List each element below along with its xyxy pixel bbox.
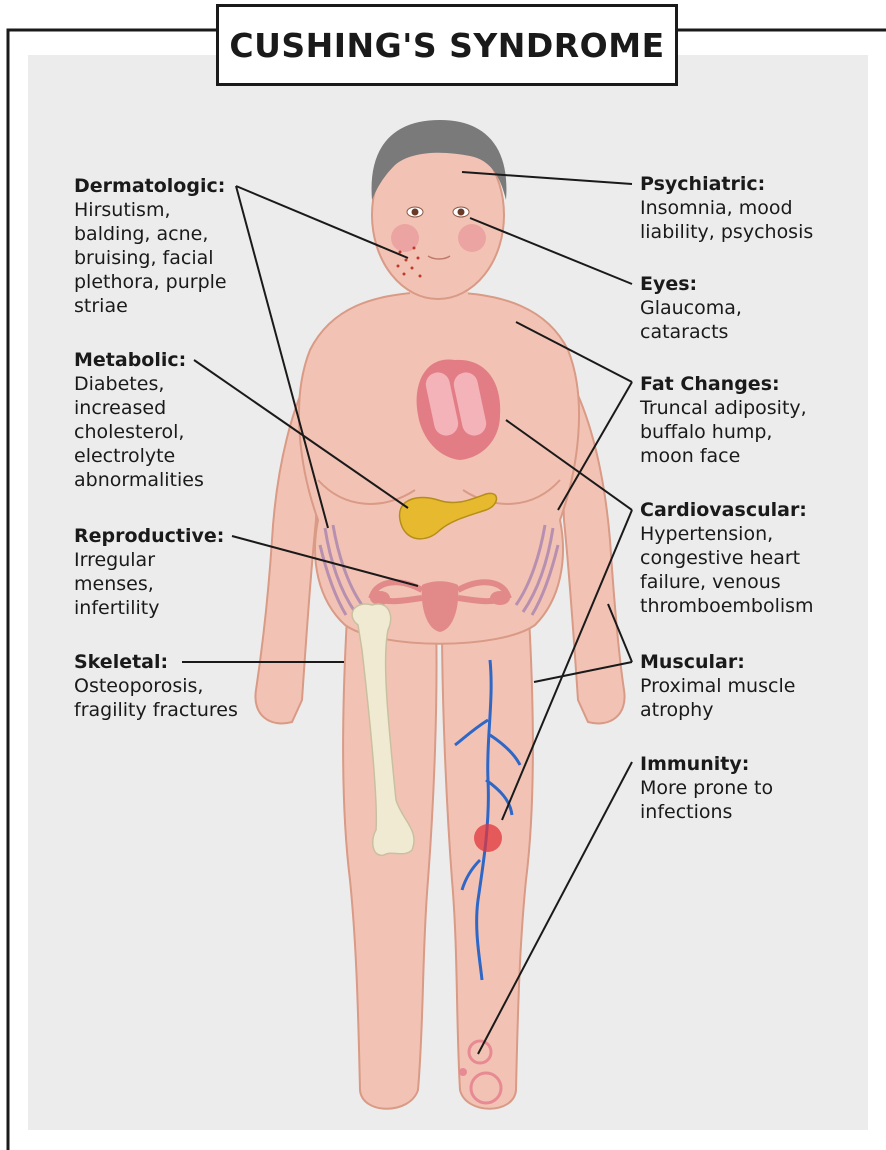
- label-skeletal-heading: Skeletal:: [74, 650, 238, 674]
- title-box: CUSHING'S SYNDROME: [216, 4, 678, 86]
- label-immunity-body: More prone to infections: [640, 776, 773, 824]
- label-reproductive-heading: Reproductive:: [74, 524, 224, 548]
- label-immunity: Immunity: More prone to infections: [640, 752, 773, 824]
- label-skeletal: Skeletal: Osteoporosis, fragility fractu…: [74, 650, 238, 722]
- label-muscular: Muscular: Proximal muscle atrophy: [640, 650, 795, 722]
- label-psychiatric-body: Insomnia, mood liability, psychosis: [640, 196, 813, 244]
- label-fat-changes: Fat Changes: Truncal adiposity, buffalo …: [640, 372, 807, 468]
- label-metabolic-heading: Metabolic:: [74, 348, 204, 372]
- label-muscular-body: Proximal muscle atrophy: [640, 674, 795, 722]
- label-dermatologic: Dermatologic: Hirsutism, balding, acne, …: [74, 174, 227, 318]
- label-reproductive-body: Irregular menses, infertility: [74, 548, 224, 620]
- pupil-right: [458, 209, 465, 216]
- label-metabolic: Metabolic: Diabetes, increased cholester…: [74, 348, 204, 492]
- label-dermatologic-heading: Dermatologic:: [74, 174, 227, 198]
- label-muscular-heading: Muscular:: [640, 650, 795, 674]
- pupil-left: [412, 209, 419, 216]
- label-fat-changes-body: Truncal adiposity, buffalo hump, moon fa…: [640, 396, 807, 468]
- label-reproductive: Reproductive: Irregular menses, infertil…: [74, 524, 224, 620]
- label-dermatologic-body: Hirsutism, balding, acne, bruising, faci…: [74, 198, 227, 318]
- clot-spot: [474, 824, 502, 852]
- label-eyes-heading: Eyes:: [640, 272, 742, 296]
- label-metabolic-body: Diabetes, increased cholesterol, electro…: [74, 372, 204, 492]
- label-eyes-body: Glaucoma, cataracts: [640, 296, 742, 344]
- infection-spot-3: [459, 1068, 467, 1076]
- cheek-right: [458, 224, 486, 252]
- label-skeletal-body: Osteoporosis, fragility fractures: [74, 674, 238, 722]
- diagram-title: CUSHING'S SYNDROME: [229, 26, 664, 65]
- label-cardiovascular-heading: Cardiovascular:: [640, 498, 814, 522]
- label-fat-changes-heading: Fat Changes:: [640, 372, 807, 396]
- label-psychiatric: Psychiatric: Insomnia, mood liability, p…: [640, 172, 813, 244]
- label-cardiovascular-body: Hypertension, congestive heart failure, …: [640, 522, 814, 618]
- label-cardiovascular: Cardiovascular: Hypertension, congestive…: [640, 498, 814, 618]
- label-psychiatric-heading: Psychiatric:: [640, 172, 813, 196]
- label-immunity-heading: Immunity:: [640, 752, 773, 776]
- label-eyes: Eyes: Glaucoma, cataracts: [640, 272, 742, 344]
